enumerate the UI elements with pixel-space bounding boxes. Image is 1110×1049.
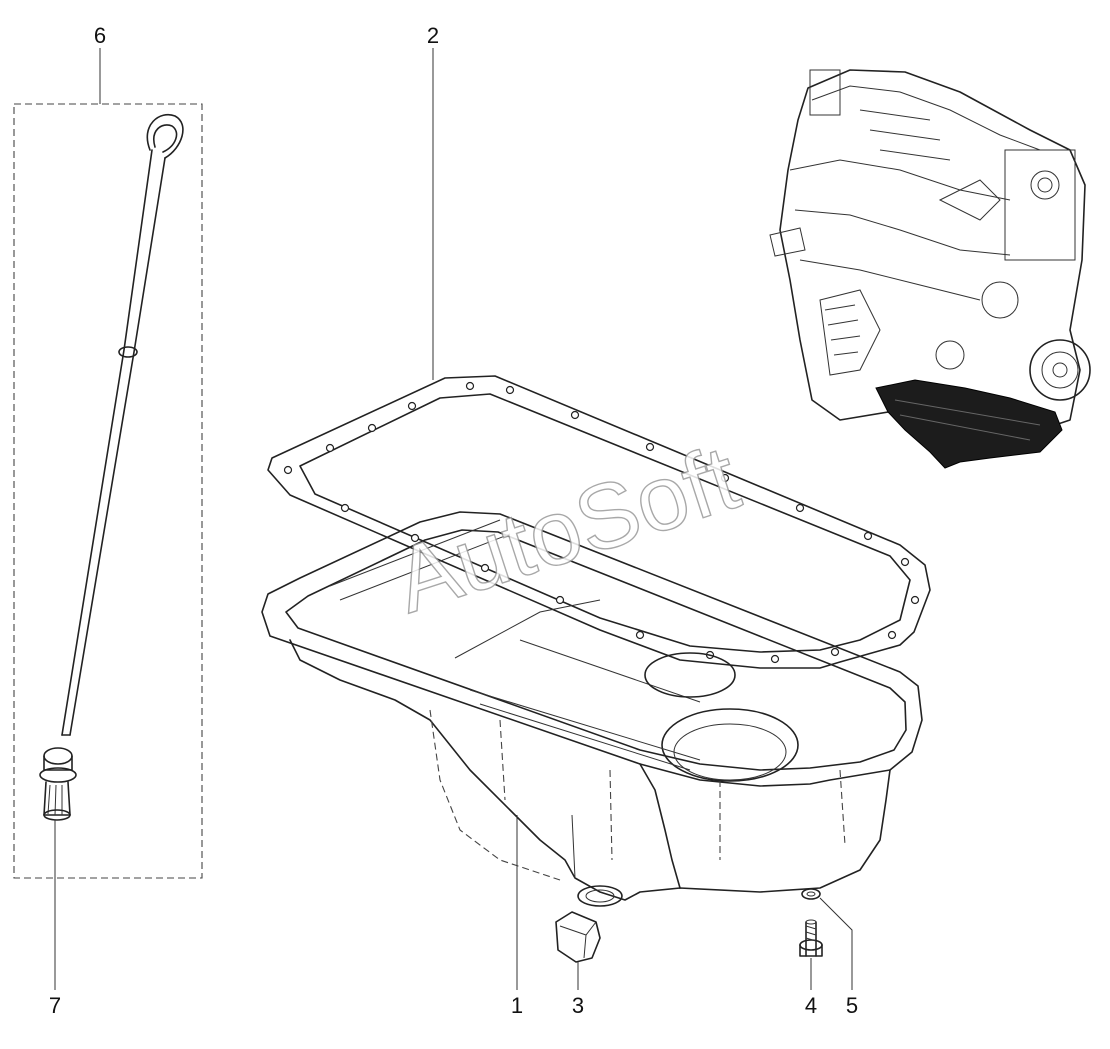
callout-4: 4 [805,993,817,1018]
callout-3: 3 [572,993,584,1018]
highlighted-oil-pan [875,379,1063,469]
callout-2: 2 [427,23,439,48]
watermark: AutoSoft [383,427,750,633]
callout-1: 1 [511,993,523,1018]
callout-5: 5 [846,993,858,1018]
dipstick-plug [39,747,77,821]
callout-6: 6 [94,23,106,48]
bolt [799,919,823,957]
dipstick-kit-box [13,103,203,879]
oil-pan-gasket [267,375,931,669]
engine-illustration [769,69,1091,469]
washer [801,888,821,900]
leader-lines [54,48,853,990]
callout-7: 7 [49,993,61,1018]
oil-pan [261,511,923,907]
drain-plug [555,911,601,963]
dipstick-assembly [13,103,203,879]
